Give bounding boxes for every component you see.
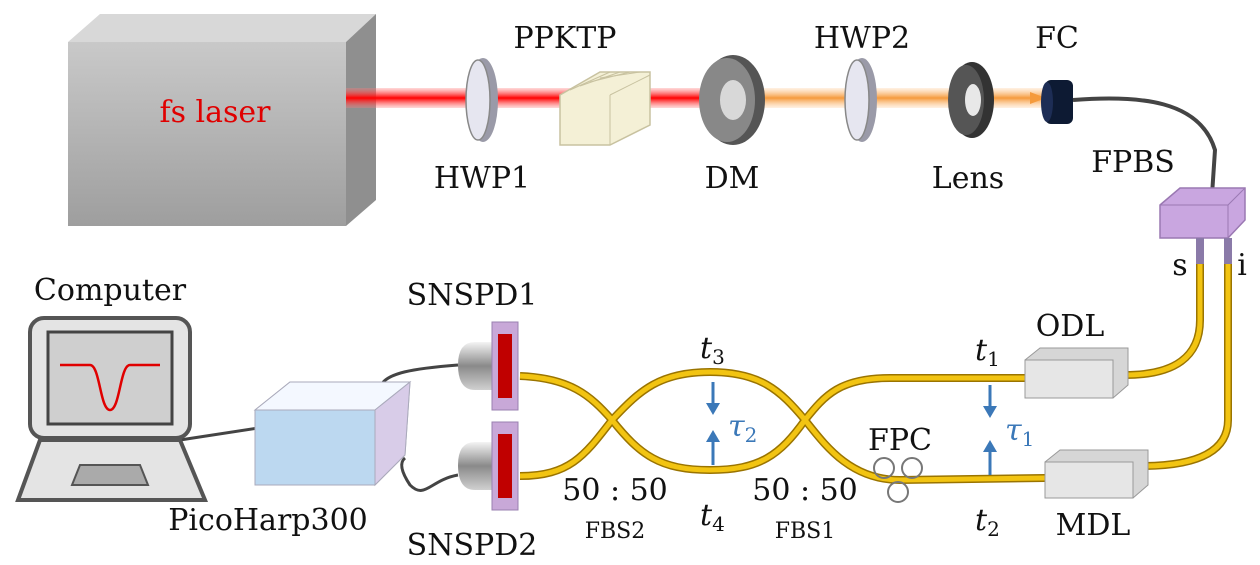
odl-label: ODL	[1036, 309, 1105, 344]
delay-arrows	[706, 382, 997, 475]
fbs1-ratio-label: 50 : 50	[752, 473, 858, 508]
fs-laser: fs laser	[68, 14, 376, 226]
fpbs	[1159, 187, 1246, 239]
laser-label: fs laser	[159, 95, 271, 130]
snspd2-label: SNSPD2	[407, 528, 538, 563]
picoharp300	[253, 380, 412, 487]
t4-label: t4	[700, 498, 725, 536]
signal-fiber	[1124, 262, 1203, 378]
hwp1	[465, 58, 498, 142]
i-port	[1224, 238, 1232, 264]
fiber-path-upper	[519, 373, 1025, 473]
fpc-label: FPC	[868, 423, 932, 458]
dichroic-mirror	[699, 55, 765, 145]
t2-label: t2	[975, 503, 1000, 541]
computer-label: Computer	[34, 273, 187, 308]
fpc	[873, 457, 923, 503]
ppktp-crystal	[559, 71, 651, 146]
s-label: s	[1172, 248, 1187, 283]
dip-curve	[60, 363, 160, 412]
snspd2	[458, 421, 519, 511]
fibers	[519, 262, 1232, 485]
tau2-label: τ2	[728, 409, 757, 447]
computer	[15, 316, 208, 502]
fiber-path-lower	[519, 369, 1046, 483]
tau1-label: τ1	[1005, 413, 1034, 451]
fpbs-label: FPBS	[1091, 145, 1175, 180]
t3-label: t3	[700, 331, 725, 369]
mdl-label: MDL	[1056, 508, 1131, 543]
fc-label: FC	[1035, 21, 1079, 56]
picoharp-label: PicoHarp300	[168, 503, 368, 538]
hwp1-label: HWP1	[434, 161, 530, 196]
odl	[1024, 347, 1129, 399]
t1-label: t1	[975, 333, 1000, 371]
ppktp-label: PPKTP	[514, 21, 617, 56]
fiber-coupler	[1041, 80, 1073, 124]
fbs2-label: FBS2	[585, 519, 646, 544]
fbs2-ratio-label: 50 : 50	[562, 473, 668, 508]
pump-beam	[346, 88, 706, 108]
snspd1	[458, 321, 519, 411]
beam-arrow-icon	[1030, 92, 1046, 104]
snspd1-label: SNSPD1	[407, 278, 538, 313]
hwp2-label: HWP2	[814, 21, 910, 56]
idler-fiber	[1144, 262, 1231, 469]
mdl	[1044, 449, 1149, 499]
i-label: i	[1237, 248, 1247, 283]
dm-label: DM	[705, 161, 760, 196]
lens	[948, 62, 994, 138]
shg-beam	[735, 88, 1045, 108]
fbs1-label: FBS1	[775, 519, 836, 544]
input-fiber	[1072, 96, 1218, 196]
s-port	[1196, 238, 1204, 264]
lens-label: Lens	[932, 161, 1004, 196]
hwp2	[844, 58, 877, 142]
